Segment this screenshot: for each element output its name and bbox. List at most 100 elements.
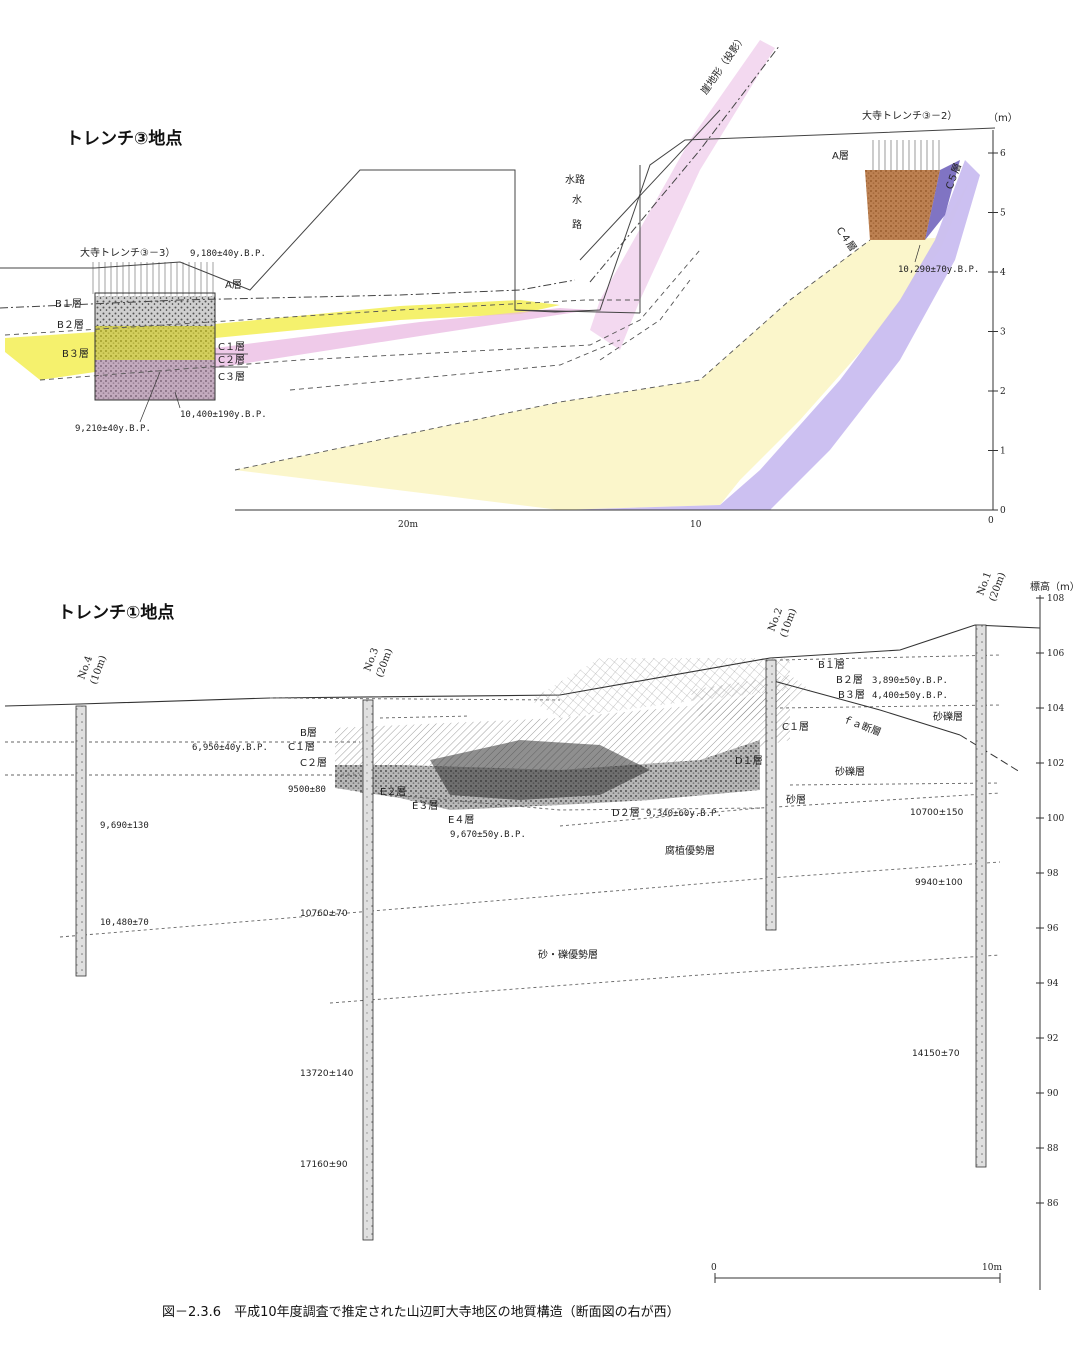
layer-B2: B２層 bbox=[57, 319, 84, 331]
sand-gravel-layer-label: 砂・礫優勢層 bbox=[538, 948, 598, 961]
layer-B1: B１層 bbox=[55, 298, 82, 310]
trench-3-2-label: 大寺トレンチ③－2） bbox=[862, 109, 957, 122]
elevation-tick-label: 88 bbox=[1047, 1144, 1059, 1154]
elevation-tick-label: 94 bbox=[1047, 979, 1059, 989]
elevation-tick-label: 104 bbox=[1047, 704, 1064, 714]
ground-surface bbox=[4, 624, 1041, 707]
layer-C2: C２層 bbox=[218, 354, 245, 366]
top-y-tick-label: 1 bbox=[1000, 447, 1006, 457]
layer-D2: D２層 bbox=[612, 807, 640, 819]
trench-right-wedge bbox=[690, 675, 810, 720]
date-10480: 10,480±70 bbox=[100, 918, 149, 928]
top-y-tick-label: 2 bbox=[1000, 387, 1006, 397]
layer-C2: C２層 bbox=[300, 757, 327, 769]
date-10290: 10,290±70y.B.P. bbox=[898, 265, 979, 275]
date-4400: 4,400±50y.B.P. bbox=[872, 691, 948, 701]
layer-B3: B３層 bbox=[838, 689, 865, 701]
scale-bar-10m: 10m bbox=[982, 1263, 1002, 1273]
gravel-layer-label-2: 砂礫層 bbox=[835, 765, 865, 778]
top-y-tick-label: 0 bbox=[1000, 506, 1006, 516]
date-9210: 9,210±40y.B.P. bbox=[75, 424, 151, 434]
date-9670: 9,670±50y.B.P. bbox=[450, 830, 526, 840]
date-14150: 14150±70 bbox=[912, 1049, 960, 1059]
trench-3-2-log bbox=[865, 140, 960, 240]
layer-C1-left: C１層 bbox=[288, 741, 315, 753]
date-13720: 13720±140 bbox=[300, 1069, 354, 1079]
date-10700: 10700±150 bbox=[910, 808, 964, 818]
top-outline-lines bbox=[0, 44, 996, 314]
layer-E2: E２層 bbox=[380, 786, 406, 798]
elevation-tick-label: 100 bbox=[1047, 814, 1064, 824]
layer-A-right: A層 bbox=[832, 150, 849, 162]
top-x-label-20m: 20m bbox=[398, 520, 418, 530]
date-9180: 9,180±40y.B.P. bbox=[190, 249, 266, 259]
pink-slope-layer bbox=[590, 40, 775, 350]
layer-A-left: A層 bbox=[225, 279, 242, 291]
trench3-title: トレンチ③地点 bbox=[66, 128, 182, 149]
trench1-title: トレンチ①地点 bbox=[58, 602, 174, 623]
borehole-no1 bbox=[975, 624, 987, 1168]
top-y-tick-label: 5 bbox=[1000, 209, 1006, 219]
top-y-unit: （m） bbox=[988, 112, 1018, 124]
layer-C4: C４層 bbox=[834, 225, 859, 254]
trench-grid-top bbox=[530, 658, 790, 718]
top-y-axis bbox=[235, 130, 994, 511]
date-9690: 9,690±130 bbox=[100, 821, 149, 831]
fa-fault-dashed bbox=[959, 734, 1021, 773]
elevation-tick-label: 106 bbox=[1047, 649, 1064, 659]
layer-E4: E４層 bbox=[448, 814, 474, 826]
figure-caption: 図－2.3.6 平成10年度調査で推定された山辺町大寺地区の地質構造（断面図の右… bbox=[162, 1304, 680, 1320]
trench-3-3-label: 大寺トレンチ③－3） bbox=[80, 246, 175, 259]
top-y-tick-label: 3 bbox=[1000, 328, 1006, 338]
scale-bar bbox=[714, 1273, 1001, 1283]
elevation-tick-label: 90 bbox=[1047, 1089, 1059, 1099]
date-3890: 3,890±50y.B.P. bbox=[872, 676, 948, 686]
layer-B1: B１層 bbox=[818, 659, 845, 671]
layer-B2: B２層 bbox=[836, 674, 863, 686]
top-x-label-10: 10 bbox=[690, 520, 702, 530]
elevation-tick-label: 96 bbox=[1047, 924, 1059, 934]
borehole-no2 bbox=[765, 659, 777, 931]
elevation-tick-label: 98 bbox=[1047, 869, 1059, 879]
date-6950: 6,950±40y.B.P. bbox=[192, 743, 268, 753]
layer-D1: D１層 bbox=[735, 755, 763, 767]
trench3-section: トレンチ③地点 bbox=[0, 32, 1018, 530]
elevation-tick-label: 86 bbox=[1047, 1199, 1059, 1209]
fa-fault-label: ｆａ断層 bbox=[841, 713, 883, 739]
pale-yellow-layer bbox=[235, 180, 970, 510]
fa-fault-line bbox=[769, 679, 961, 736]
humus-layer-label: 腐植優勢層 bbox=[665, 844, 715, 857]
layer-C1-right: C１層 bbox=[782, 721, 809, 733]
layer-C1: C１層 bbox=[218, 341, 245, 353]
trench-dark-core bbox=[430, 740, 650, 800]
top-y-tick-label: 6 bbox=[1000, 149, 1006, 159]
suiro-label: 水路 bbox=[565, 173, 585, 186]
layer-B3: B３層 bbox=[62, 348, 89, 360]
layer-B: B層 bbox=[300, 727, 317, 739]
elevation-unit: 標高（m） bbox=[1030, 580, 1080, 593]
borehole-no4 bbox=[75, 705, 87, 977]
top-x-label-0: 0 bbox=[988, 516, 994, 526]
borehole-no3 bbox=[362, 699, 374, 1241]
suiro-label-2: 水 bbox=[572, 194, 582, 206]
layer-E3: E３層 bbox=[412, 800, 438, 812]
suiro-label-3: 路 bbox=[572, 218, 582, 231]
gravel-layer-label-1: 砂礫層 bbox=[933, 710, 963, 723]
top-y-tick-label: 4 bbox=[1000, 268, 1006, 278]
date-9500: 9500±80 bbox=[288, 785, 326, 795]
top-dashed-boundaries bbox=[4, 239, 871, 471]
layer-C3: C３層 bbox=[218, 371, 245, 383]
elevation-ticks: 108 106 104 102 100 98 96 94 92 90 88 86 bbox=[1036, 594, 1064, 1209]
elevation-tick-label: 92 bbox=[1047, 1034, 1058, 1044]
elevation-tick-label: 102 bbox=[1047, 759, 1064, 769]
trench-3-3-log bbox=[88, 262, 218, 401]
date-17160: 17160±90 bbox=[300, 1160, 348, 1170]
sand-layer-label: 砂層 bbox=[786, 793, 806, 806]
trench1-section: トレンチ①地点 bbox=[4, 571, 1080, 1290]
date-9940: 9940±100 bbox=[915, 878, 963, 888]
date-10760: 10760±70 bbox=[300, 909, 348, 919]
date-10400: 10,400±190y.B.P. bbox=[180, 410, 267, 420]
trench-exposure-upper bbox=[335, 690, 790, 770]
elevation-tick-label: 108 bbox=[1047, 594, 1064, 604]
